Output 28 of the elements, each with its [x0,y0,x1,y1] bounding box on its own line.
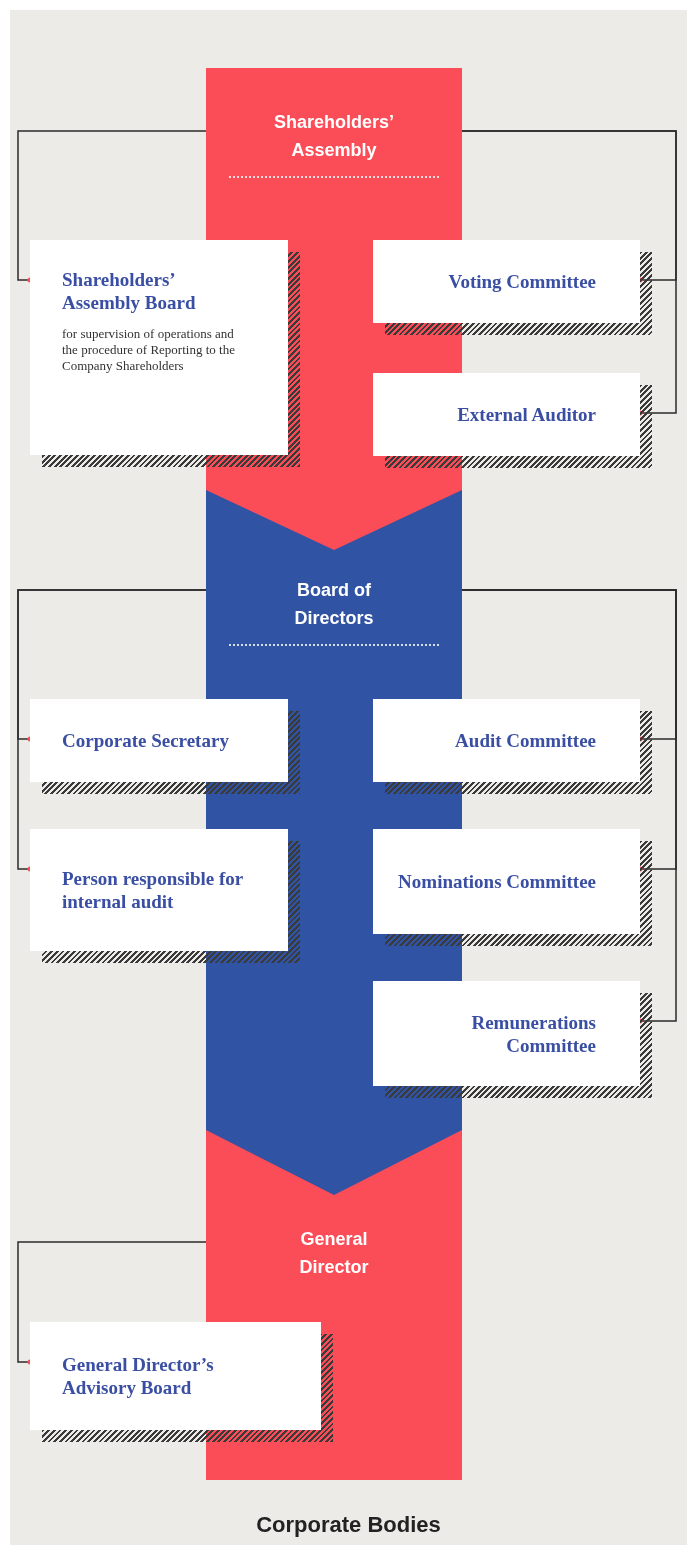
card-heading: Audit Committee [455,729,596,752]
card-heading: Person responsible for internal audit [62,867,244,913]
card-heading: Shareholders’ Assembly Board [62,268,197,314]
committee-card [373,699,640,782]
band-heading: General Director [298,1228,370,1279]
committee-card [30,699,288,782]
card-description: for supervision of operations and the procedure of Reporting to the Company Shareholders [62,326,236,374]
committee-card [30,1322,321,1430]
card-heading: Voting Committee [448,270,596,293]
bracket-line [17,1241,207,1365]
committee-card [373,829,640,934]
bracket-line [461,130,677,416]
committee-card [373,981,640,1086]
band-heading: Board of Directors [293,579,375,630]
card-heading: Corporate Secretary [62,729,229,752]
bracket-line [17,589,207,872]
committee-card [373,373,640,456]
bracket-line [17,130,207,283]
band-heading: Shareholders’ Assembly [272,111,395,162]
caption: Corporate Bodies [256,1511,441,1539]
card-heading: General Director’s Advisory Board [62,1353,215,1399]
card-heading: Nominations Committee [398,870,596,893]
committee-card [30,240,288,455]
committee-card [373,240,640,323]
committee-card [30,829,288,951]
card-heading: Remunerations Committee [470,1010,596,1057]
bracket-line [461,589,677,1024]
card-heading: External Auditor [457,403,596,426]
